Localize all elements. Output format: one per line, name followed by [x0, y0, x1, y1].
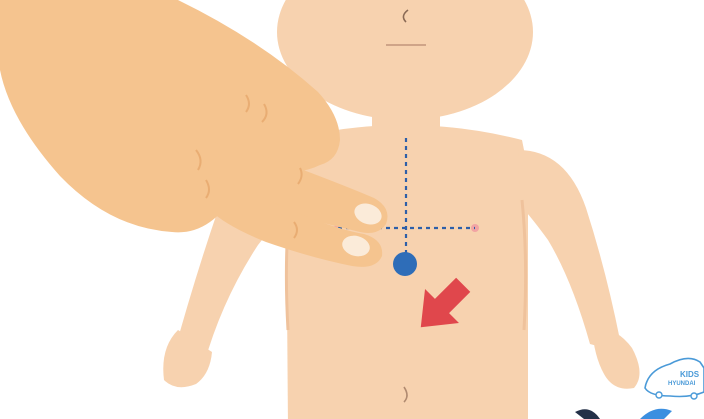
logo-leaf-blue [640, 409, 672, 419]
logo-wheel-left [656, 392, 662, 398]
logo-text-hyundai: HYUNDAI [668, 381, 696, 387]
child-right-hand [592, 328, 640, 389]
logo-wheel-right [691, 393, 697, 399]
child-right-arm [518, 150, 620, 346]
logo-text-kids: KIDS [680, 370, 700, 379]
logo-leaf-dark [575, 409, 600, 419]
kids-hyundai-logo: KIDS HYUNDAI [575, 358, 704, 419]
compression-point-icon [393, 252, 417, 276]
